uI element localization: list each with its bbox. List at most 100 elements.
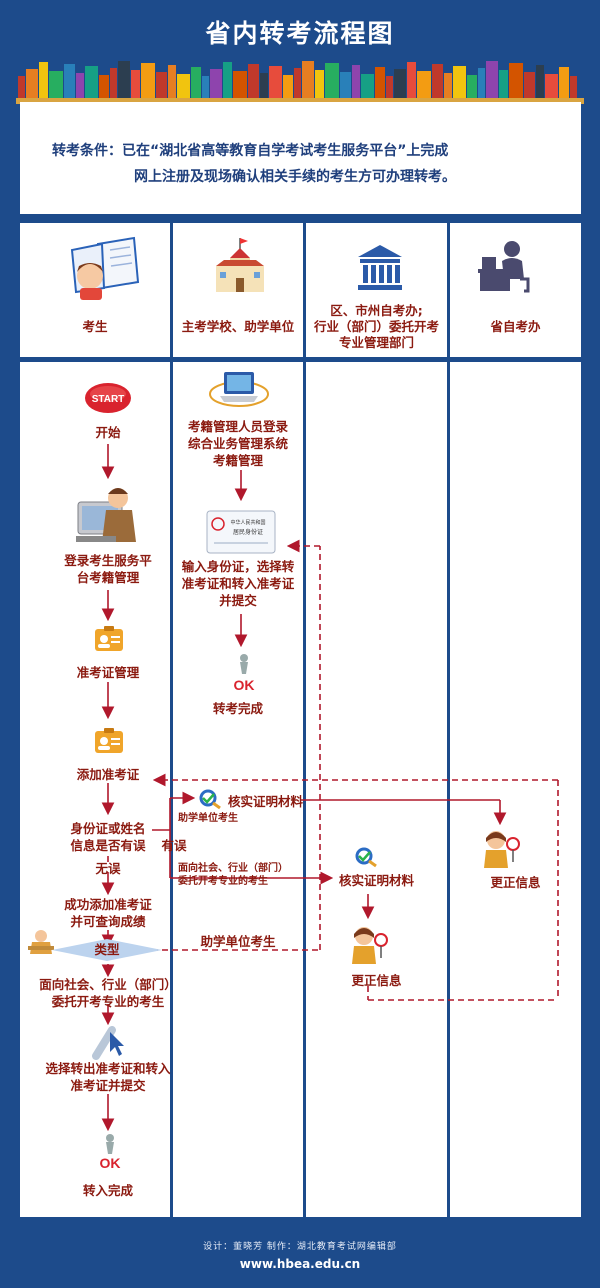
correct-district-label: 更正信息 xyxy=(351,973,402,988)
check-label-1: 身份证或姓名 xyxy=(70,821,146,836)
laptop-network-icon xyxy=(209,372,269,407)
page-title: 省内转考流程图 xyxy=(205,19,395,48)
book-spine xyxy=(49,71,63,98)
social-label-2: 委托开考专业的考生 xyxy=(51,994,165,1009)
footer-url[interactable]: www.hbea.edu.cn xyxy=(239,1257,361,1271)
correct-province-label: 更正信息 xyxy=(490,875,541,890)
book-spine xyxy=(499,70,508,98)
check-label-2: 信息是否有误 xyxy=(70,838,146,853)
book-spine xyxy=(85,66,98,98)
id-card-document-icon: 中华人民共和国 居民身份证 xyxy=(206,510,276,554)
login-label-1: 登录考生服务平 xyxy=(64,553,152,568)
book-spine xyxy=(191,67,201,98)
col-school-label: 主考学校、助学单位 xyxy=(181,319,295,334)
cursor-click-icon xyxy=(92,1026,124,1060)
id-card-icon-2 xyxy=(95,728,123,753)
book-spine xyxy=(432,64,443,98)
book-spine xyxy=(315,70,324,98)
book-spine xyxy=(18,76,25,98)
school-building-icon xyxy=(216,238,264,292)
office-worker-icon xyxy=(478,241,530,293)
verify-top-label: 核实证明材料 xyxy=(228,794,304,809)
computer-user-icon xyxy=(76,488,136,542)
condition-label: 转考条件： xyxy=(52,143,122,159)
books-shelf-decoration xyxy=(16,61,584,104)
ok-person-icon-2: OK xyxy=(234,654,255,693)
col-district-label-1: 区、市州自考办; xyxy=(330,303,423,318)
book-spine xyxy=(248,64,259,98)
book-spine xyxy=(340,72,351,98)
social-small-label-1: 面向社会、行业（部门） xyxy=(178,863,288,874)
book-spine xyxy=(99,75,109,98)
school-login-label-2: 综合业务管理系统 xyxy=(187,436,288,451)
girl-with-sign-icon-2 xyxy=(352,927,388,964)
assist-candidate-label: 助学单位考生 xyxy=(200,934,276,949)
book-spine xyxy=(39,62,48,98)
book-spine xyxy=(559,67,569,98)
social-label-1: 面向社会、行业（部门） xyxy=(39,977,177,992)
col-district-label-3: 专业管理部门 xyxy=(338,335,414,350)
girl-with-sign-icon xyxy=(484,831,520,868)
condition-line-2: 网上注册及现场确认相关手续的考生方可办理转考。 xyxy=(134,169,456,185)
no-error-label: 无误 xyxy=(95,861,121,876)
book-spine xyxy=(407,62,416,98)
book-spine xyxy=(361,74,374,98)
condition-text-1: 已在“湖北省高等教育自学考试考生服务平台”上完成 xyxy=(122,143,449,159)
book-spine xyxy=(524,72,535,98)
book-spine xyxy=(141,63,155,98)
book-spine xyxy=(131,70,140,98)
book-spine xyxy=(26,69,38,98)
input-label-2: 准考证和转入准考证 xyxy=(181,576,295,591)
start-badge-text: START xyxy=(92,394,125,405)
magnifier-check-icon-2 xyxy=(355,847,377,868)
book-spine xyxy=(64,64,75,98)
condition-box xyxy=(20,102,581,214)
book-spine xyxy=(394,69,406,98)
book-spine xyxy=(283,75,293,98)
ok-badge-text-2: OK xyxy=(234,677,255,693)
book-spine xyxy=(118,61,130,98)
book-spine xyxy=(352,65,360,98)
book-spine xyxy=(156,72,167,98)
body-col-province xyxy=(450,362,581,1217)
book-spine xyxy=(444,73,452,98)
book-spine xyxy=(375,67,385,98)
book-spine xyxy=(260,73,268,98)
add-admission-label: 添加准考证 xyxy=(76,767,140,782)
school-login-label-3: 考籍管理 xyxy=(212,453,263,468)
book-spine xyxy=(233,71,247,98)
book-spine xyxy=(536,65,544,98)
id-card-icon xyxy=(95,626,123,651)
student-with-book-icon xyxy=(70,236,140,300)
select-label-2: 准考证并提交 xyxy=(70,1078,146,1093)
start-label: 开始 xyxy=(95,425,121,440)
book-spine xyxy=(110,68,117,98)
book-spine xyxy=(486,61,498,98)
book-spine xyxy=(417,71,431,98)
assist-candidate-small: 助学单位考生 xyxy=(178,813,238,824)
admission-mgmt-label: 准考证管理 xyxy=(76,665,140,680)
book-spine xyxy=(168,65,176,98)
book-spine xyxy=(509,63,523,98)
book-spine xyxy=(302,61,314,98)
book-spine xyxy=(294,68,301,98)
body-col-district xyxy=(306,362,447,1217)
book-spine xyxy=(386,76,393,98)
col-province-label: 省自考办 xyxy=(490,319,541,334)
col-candidate-label: 考生 xyxy=(82,319,108,334)
input-label-1: 输入身份证，选择转 xyxy=(181,559,295,574)
magnifier-check-icon xyxy=(199,789,221,810)
book-spine xyxy=(467,75,477,98)
book-spine xyxy=(76,73,84,98)
col-district-label-2: 行业（部门）委托开考 xyxy=(313,319,439,334)
condition-line-1: 转考条件：已在“湖北省高等教育自学考试考生服务平台”上完成 xyxy=(52,140,448,160)
id-card-sub: 居民身份证 xyxy=(233,528,263,536)
book-spine xyxy=(223,62,232,98)
book-spine xyxy=(202,76,209,98)
book-spine xyxy=(478,68,485,98)
book-spine xyxy=(453,66,466,98)
book-spine xyxy=(177,74,190,98)
book-spine xyxy=(210,69,222,98)
transfer-in-done-label: 转入完成 xyxy=(82,1183,133,1198)
